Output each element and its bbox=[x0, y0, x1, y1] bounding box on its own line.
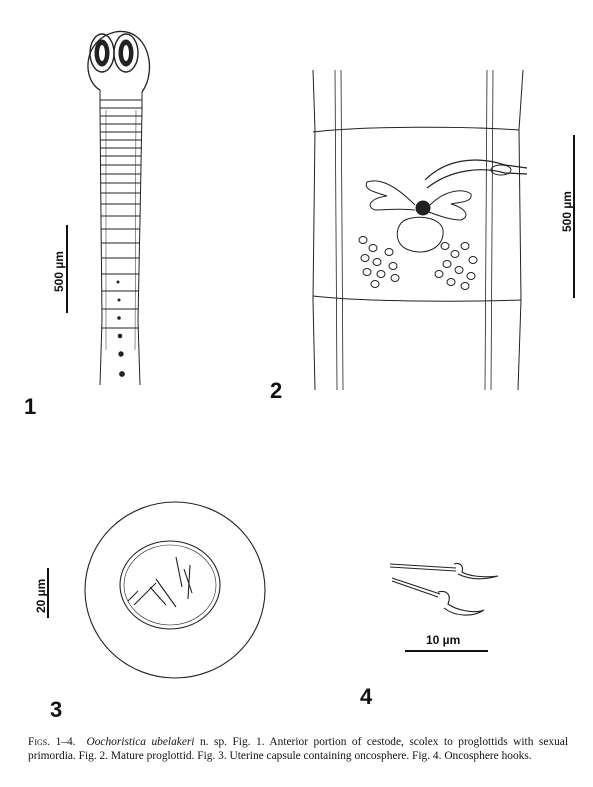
fig3-drawing bbox=[84, 501, 266, 679]
figure-caption: Figs. 1–4. Oochoristica ubelakeri n. sp.… bbox=[28, 735, 568, 763]
fig1-number: 1 bbox=[24, 394, 37, 419]
fig2-scale-bar bbox=[573, 135, 575, 298]
fig1-scale-label: 500 µm bbox=[52, 251, 66, 292]
fig3-scale-bar bbox=[47, 568, 49, 618]
fig2-scale-label: 500 µm bbox=[560, 191, 574, 232]
fig3-number: 3 bbox=[50, 697, 63, 722]
fig1-scale-bar bbox=[66, 225, 68, 313]
fig1-drawing bbox=[87, 30, 151, 386]
fig2-drawing bbox=[312, 69, 528, 391]
caption-text: n. sp. Fig. 1. Anterior portion of cesto… bbox=[28, 736, 568, 762]
fig4-drawing bbox=[389, 562, 499, 616]
caption-lead: Figs. 1–4. bbox=[28, 736, 76, 748]
fig4-number: 4 bbox=[360, 684, 373, 709]
caption-species: Oochoristica ubelakeri bbox=[86, 736, 195, 748]
fig4-scale-bar bbox=[405, 650, 488, 652]
fig4-scale-label: 10 µm bbox=[426, 633, 461, 647]
fig2-number: 2 bbox=[270, 378, 283, 403]
fig3-scale-label: 20 µm bbox=[34, 578, 48, 613]
